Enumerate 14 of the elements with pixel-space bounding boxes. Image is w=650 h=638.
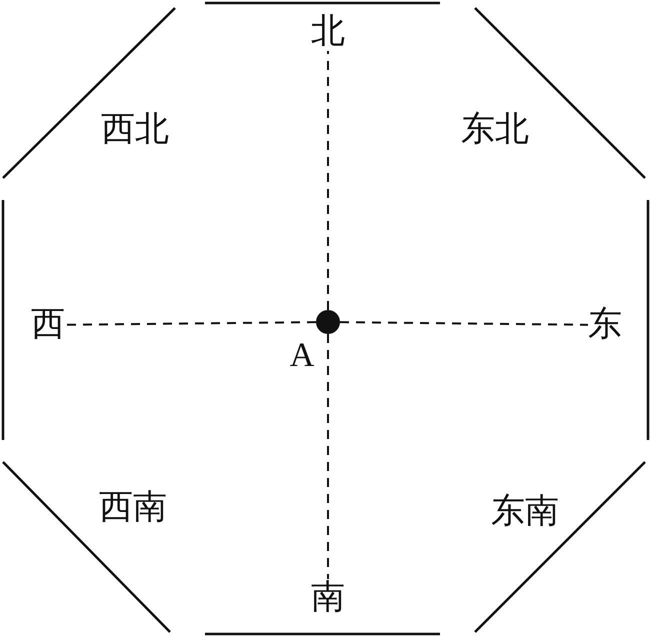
direction-label: 东北: [461, 111, 529, 149]
direction-label: 西: [31, 306, 65, 344]
direction-label: 西北: [101, 111, 169, 149]
direction-label: 南: [311, 579, 345, 617]
direction-label: 东: [588, 306, 622, 344]
direction-label: 北: [311, 13, 345, 51]
dashed-line: [327, 334, 329, 579]
direction-label: 西南: [99, 489, 167, 527]
dashed-line: [64, 321, 316, 326]
dashed-line: [327, 51, 329, 310]
point-label: A: [290, 337, 314, 375]
direction-label: 东南: [491, 493, 559, 531]
point-marker: [316, 310, 340, 334]
dashed-line: [340, 321, 588, 326]
